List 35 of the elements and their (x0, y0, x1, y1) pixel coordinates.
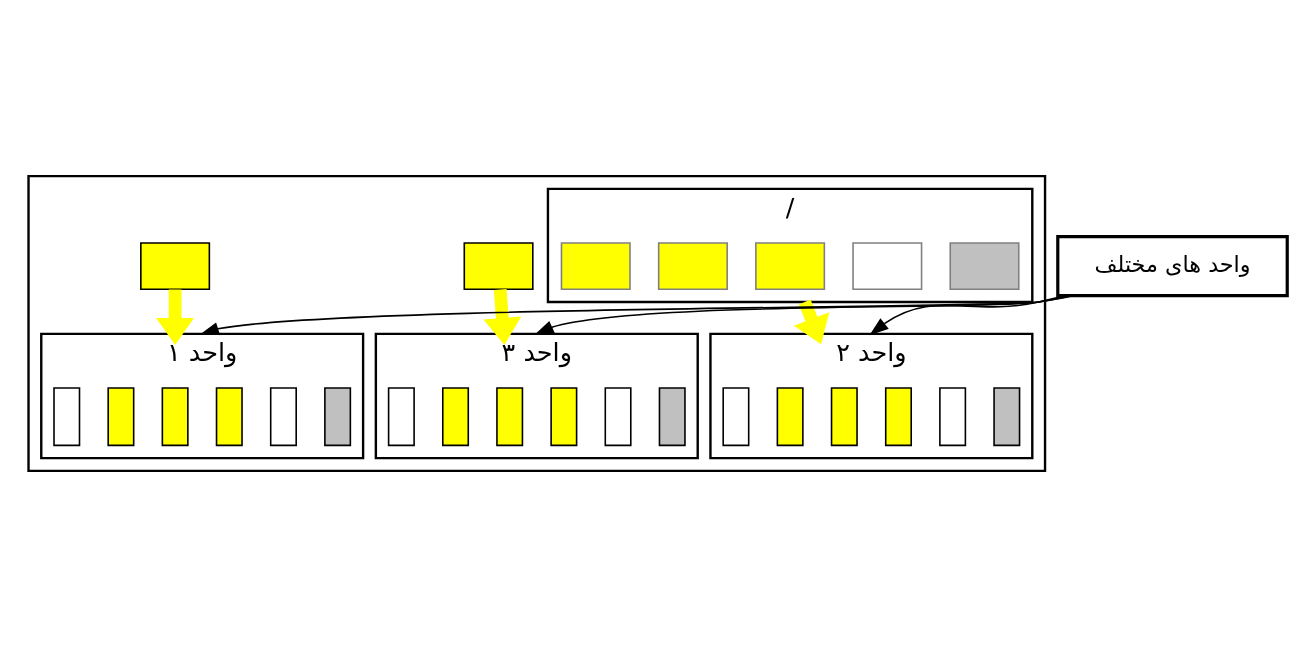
node-bar (161, 386, 189, 446)
node-bar (387, 386, 415, 446)
arrow (483, 288, 522, 345)
cluster: واحد ۳ (374, 332, 699, 459)
node-bar (658, 386, 686, 446)
node-bar (324, 386, 352, 446)
cluster: / (546, 187, 1034, 303)
cluster: واحد ۲ (709, 332, 1034, 459)
node-bar (107, 386, 135, 446)
node-bar (550, 386, 578, 446)
node-box (560, 241, 631, 290)
node-box: واحد های مختلف (1056, 234, 1289, 297)
node-bar (722, 386, 750, 446)
node-bar (939, 386, 967, 446)
node-box (140, 241, 211, 290)
node-bar (604, 386, 632, 446)
node-bar (776, 386, 804, 446)
arrow (199, 294, 1074, 335)
node-bar (53, 386, 81, 446)
node-box (657, 241, 728, 290)
node-bar (269, 386, 297, 446)
node-bar (884, 386, 912, 446)
node-bar (993, 386, 1021, 446)
node-bar (830, 386, 858, 446)
node-bar (496, 386, 524, 446)
cluster: واحد ۱ (40, 332, 365, 459)
node-box (949, 241, 1020, 290)
cluster (27, 174, 1047, 472)
node-box (463, 241, 534, 290)
node-box (755, 241, 826, 290)
node-bar (442, 386, 470, 446)
node-bar (215, 386, 243, 446)
node-box (852, 241, 923, 290)
arrow (793, 299, 830, 344)
arrow (156, 289, 195, 345)
